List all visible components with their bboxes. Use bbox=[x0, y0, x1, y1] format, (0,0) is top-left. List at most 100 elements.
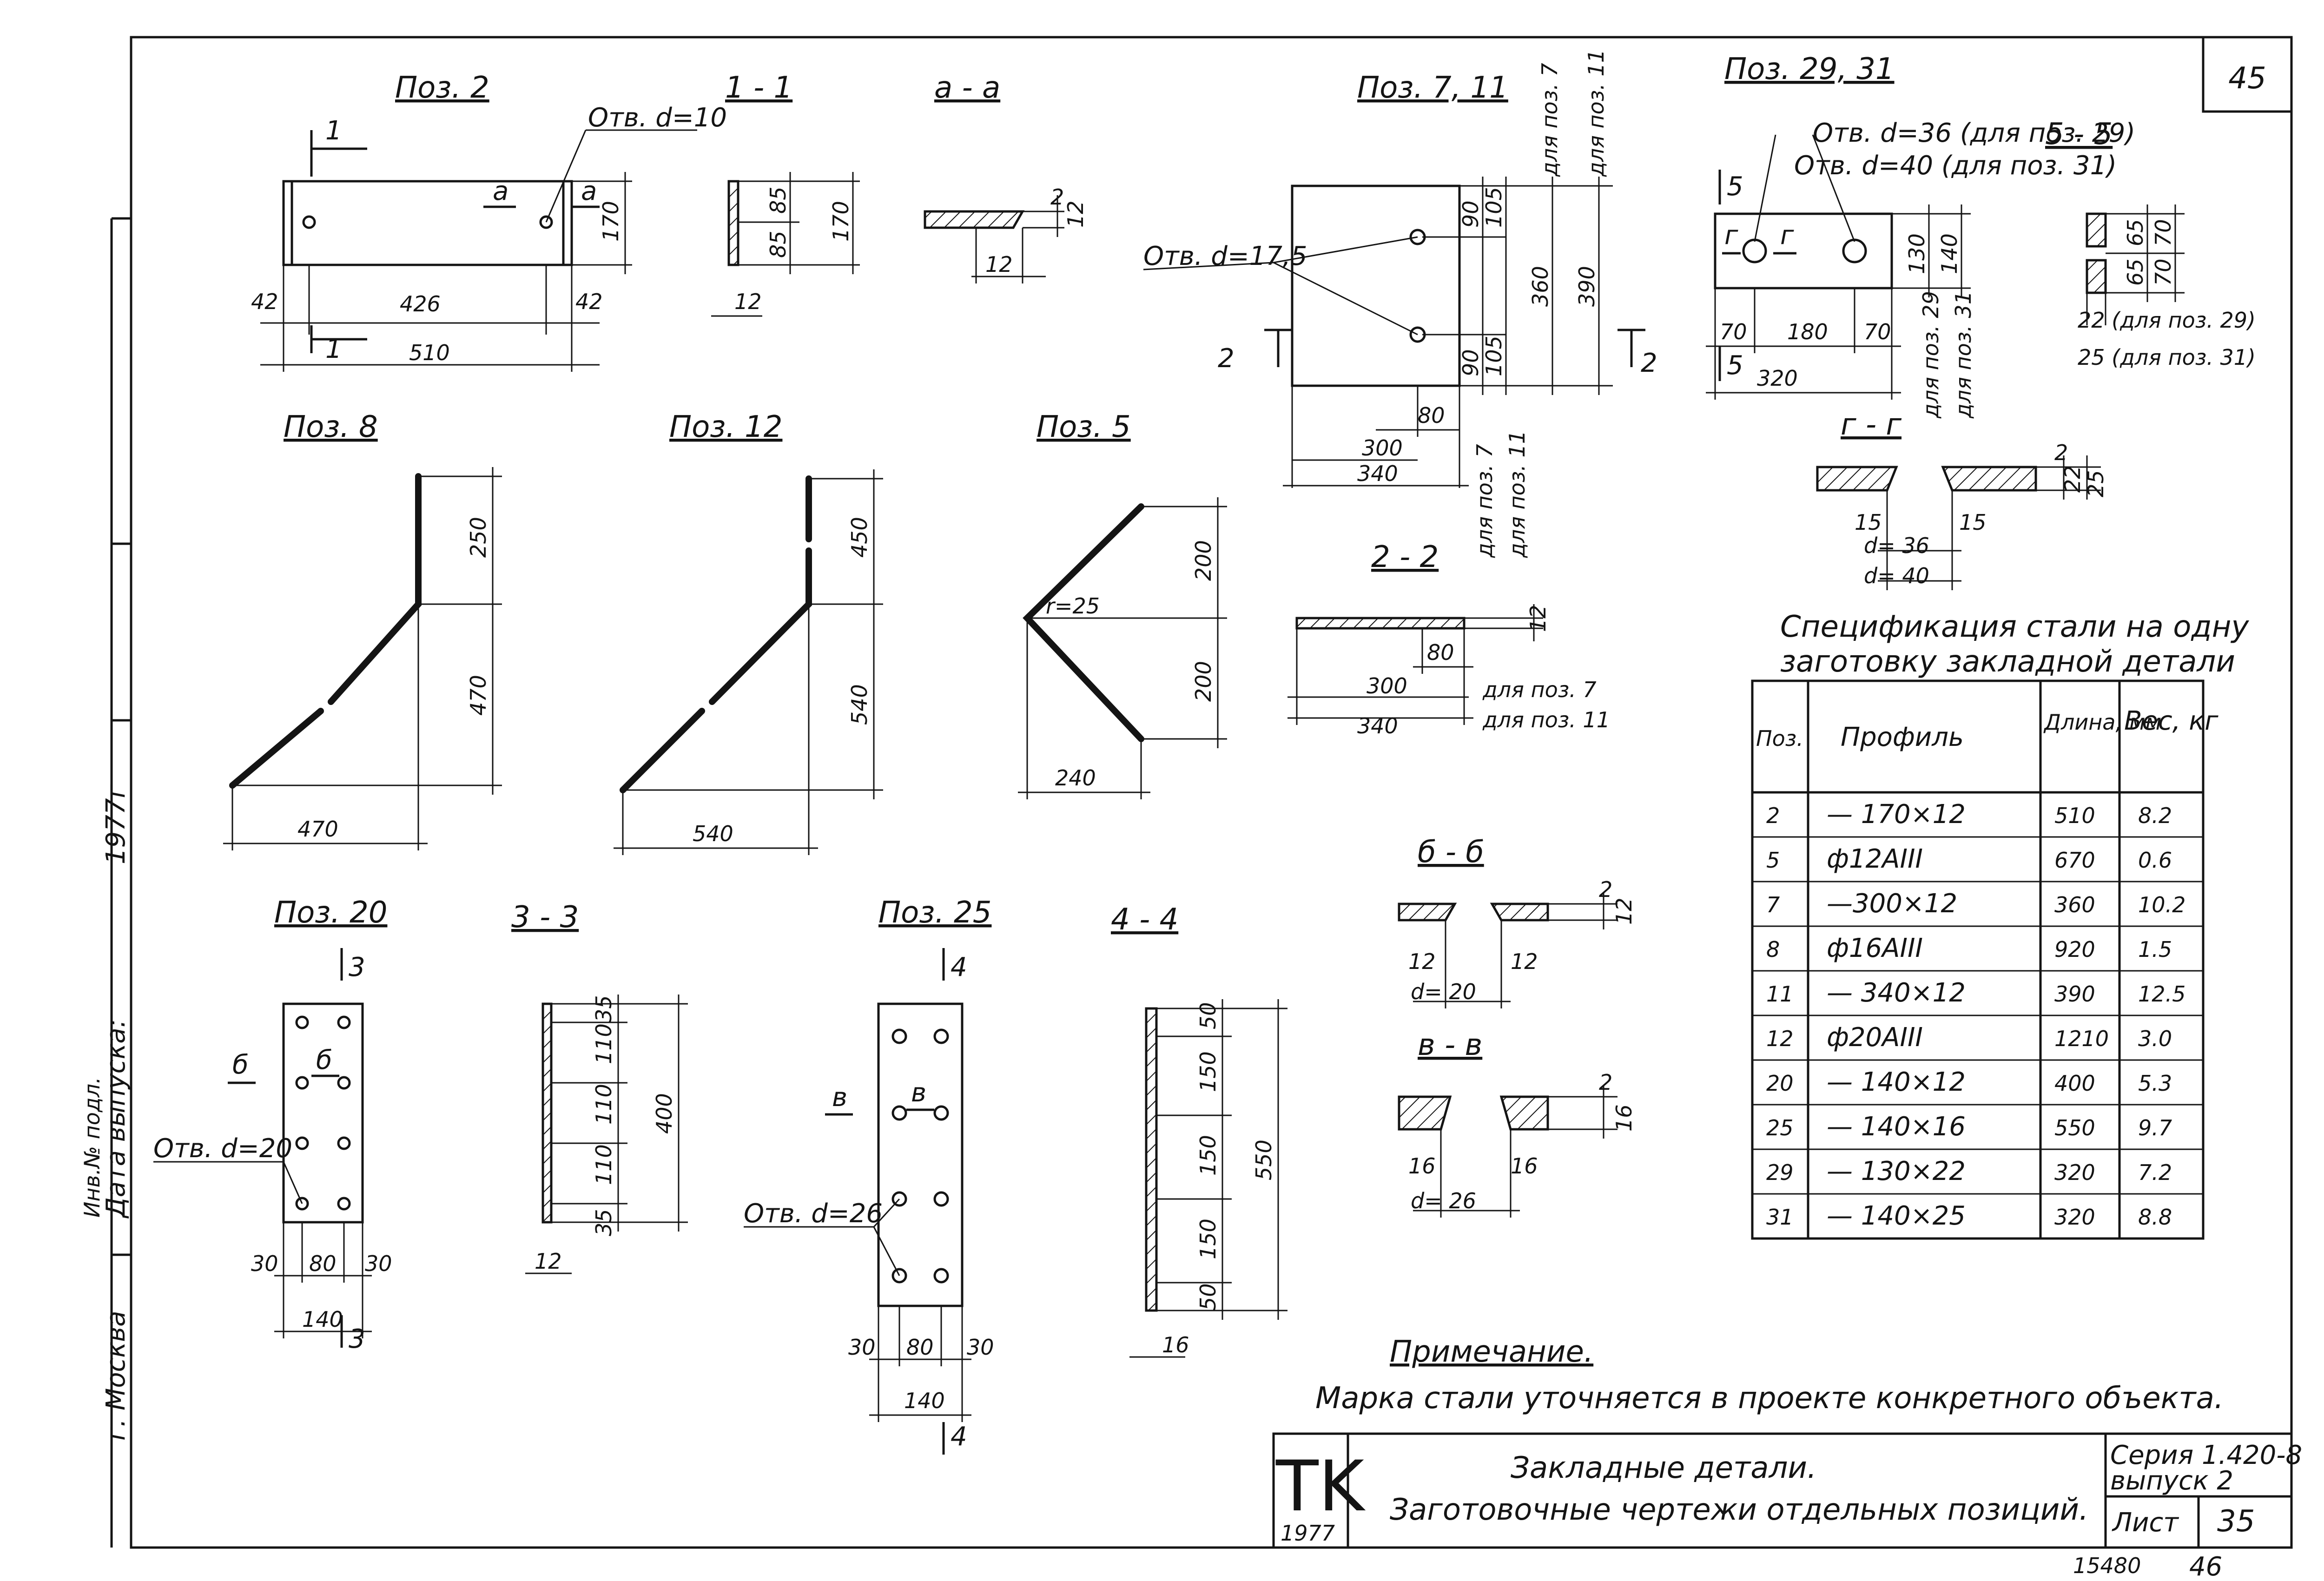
poz25-dim-30-right: 30 bbox=[967, 1335, 994, 1360]
spec-cell: ф20АIII bbox=[1827, 1022, 1923, 1053]
poz2931-title: Поз. 29, 31 bbox=[1724, 52, 1895, 86]
poz25-section-bottom: 4 bbox=[951, 1422, 967, 1452]
s11-dim-thickness: 12 bbox=[734, 289, 762, 314]
title-line2: Заготовочные чертежи отдельных позиций. bbox=[1390, 1493, 2088, 1527]
s22-dim-340: 340 bbox=[1357, 713, 1398, 738]
sgg-title: г - г bbox=[1841, 408, 1901, 442]
poz711-hole-label: Отв. d=17,5 bbox=[1143, 241, 1307, 271]
sbb-dim-12-left: 12 bbox=[1408, 949, 1436, 974]
spec-cell: 1.5 bbox=[2138, 937, 2172, 962]
poz2931-for29: для поз. 29 bbox=[1918, 291, 1943, 419]
poz2931-dim-320: 320 bbox=[1757, 366, 1798, 391]
side-stamp-extra: Инв.№ подл. bbox=[79, 1077, 105, 1218]
poz2-dim-left: 42 bbox=[251, 289, 278, 314]
poz20-dim-30-right: 30 bbox=[365, 1251, 392, 1276]
sgg-d40: d= 40 bbox=[1864, 563, 1929, 588]
poz8-dim-470-vert: 470 bbox=[466, 675, 491, 716]
spec-cell: ф12АIII bbox=[1827, 844, 1923, 874]
view-poz20: Поз. 20 3 3 б б Отв. d=20 30 80 30 140 bbox=[153, 896, 392, 1354]
poz25-hole-label: Отв. d=26 bbox=[744, 1199, 883, 1229]
poz20-dim-140: 140 bbox=[302, 1307, 343, 1332]
s22-dim-300: 300 bbox=[1367, 673, 1407, 698]
title-stamp-year: 1977 bbox=[1281, 1521, 1335, 1546]
poz2-section-mark-bottom: 1 bbox=[325, 334, 342, 364]
poz25-dim-140: 140 bbox=[904, 1388, 945, 1413]
poz711-dim-90-top: 90 bbox=[1458, 200, 1483, 228]
spec-cell: 3.0 bbox=[2138, 1026, 2172, 1051]
sgg-d36: d= 36 bbox=[1864, 533, 1929, 558]
poz2931-dim-70-right: 70 bbox=[1864, 319, 1891, 344]
s55-dim-70-top: 70 bbox=[2151, 219, 2176, 246]
spec-header-weight: Вес, кг bbox=[2124, 706, 2218, 736]
view-section-v-v: в - в 2 16 16 16 d= 26 bbox=[1398, 1028, 1637, 1218]
s44-dim-16: 16 bbox=[1162, 1332, 1189, 1357]
s55-title: 5 - 5 bbox=[2045, 117, 2113, 152]
poz711-dim-90-bottom: 90 bbox=[1458, 349, 1483, 376]
s44-dim-550: 550 bbox=[1251, 1140, 1276, 1180]
spec-cell: 400 bbox=[2054, 1071, 2095, 1096]
poz2931-section-top: 5 bbox=[1727, 171, 1743, 202]
svv-dim-2: 2 bbox=[1599, 1070, 1612, 1095]
poz2-dim-right: 42 bbox=[575, 289, 603, 314]
side-stamp-city: г. Москва bbox=[101, 1311, 131, 1441]
poz2-title: Поз. 2 bbox=[395, 71, 489, 105]
s33-title: 3 - 3 bbox=[511, 900, 579, 935]
s11-dim-top: 85 bbox=[766, 186, 791, 214]
side-stamp-release: Дата выпуска: bbox=[101, 1019, 131, 1219]
poz25-dim-30-left: 30 bbox=[848, 1335, 876, 1360]
s33-dim-35-top: 35 bbox=[591, 995, 616, 1022]
view-poz25: Поз. 25 4 4 в в Отв. d=26 30 80 30 140 bbox=[744, 896, 994, 1455]
spec-cell: 5 bbox=[1766, 848, 1780, 873]
poz12-dim-450: 450 bbox=[847, 517, 872, 558]
view-poz5: Поз. 5 r=25 200 200 240 bbox=[1018, 410, 1227, 799]
spec-cell: 320 bbox=[2054, 1205, 2095, 1230]
s33-dim-12: 12 bbox=[535, 1249, 562, 1274]
sbb-dim-2: 2 bbox=[1599, 877, 1612, 902]
s22-for7: для поз. 7 bbox=[1482, 677, 1597, 702]
poz2931-hole31: Отв. d=40 (для поз. 31) bbox=[1794, 151, 2117, 181]
poz8-dim-250: 250 bbox=[466, 517, 491, 558]
spec-cell: 31 bbox=[1766, 1205, 1794, 1230]
poz20-dim-80: 80 bbox=[309, 1251, 337, 1276]
spec-cell: — 130×22 bbox=[1827, 1156, 1966, 1186]
s33-dim-110-b: 110 bbox=[591, 1084, 616, 1125]
spec-cell: 8.2 bbox=[2138, 803, 2172, 828]
spec-cell: — 340×12 bbox=[1827, 978, 1966, 1008]
poz711-dim-300: 300 bbox=[1362, 435, 1403, 461]
s22-dim-12: 12 bbox=[1525, 605, 1551, 632]
poz2931-g-left: г bbox=[1724, 220, 1738, 250]
poz25-section-top: 4 bbox=[951, 952, 967, 982]
s11-dim-bottom: 85 bbox=[766, 231, 791, 258]
s44-dim-150-c: 150 bbox=[1195, 1219, 1221, 1259]
spec-cell: — 170×12 bbox=[1827, 799, 1966, 830]
spec-cell: 320 bbox=[2054, 1160, 2095, 1185]
view-poz12: Поз. 12 450 540 540 bbox=[614, 410, 883, 855]
view-section-a-a: а - а 2 12 12 bbox=[924, 71, 1088, 283]
spec-cell: 390 bbox=[2054, 982, 2095, 1007]
poz5-dim-240: 240 bbox=[1055, 765, 1096, 790]
spec-cell: 1210 bbox=[2054, 1026, 2109, 1051]
poz20-b-left: б bbox=[232, 1050, 249, 1080]
spec-cell: 7.2 bbox=[2138, 1160, 2172, 1185]
poz2931-hole29: Отв. d=36 (для поз. 29) bbox=[1813, 118, 2135, 148]
spec-cell: —300×12 bbox=[1827, 889, 1957, 919]
spec-cell: 25 bbox=[1766, 1115, 1794, 1140]
poz2-dim-mid: 426 bbox=[400, 291, 441, 316]
poz5-radius: r=25 bbox=[1046, 593, 1100, 619]
poz711-for11-bottom: для поз. 11 bbox=[1505, 430, 1530, 558]
sbb-dim-12-right: 12 bbox=[1511, 949, 1538, 974]
svv-dim-16-left: 16 bbox=[1408, 1153, 1436, 1179]
title-sheet-number: 35 bbox=[2217, 1504, 2255, 1539]
poz25-title: Поз. 25 bbox=[878, 896, 991, 930]
poz711-dim-360: 360 bbox=[1528, 266, 1553, 307]
poz2931-dim-140: 140 bbox=[1937, 233, 1962, 274]
view-section-g-g: г - г 2 22 25 15 15 d= 36 d= 40 bbox=[1816, 408, 2108, 590]
view-poz2931: Поз. 29, 31 Отв. d=36 (для поз. 29) Отв.… bbox=[1706, 52, 2135, 419]
poz2931-for31: для поз. 31 bbox=[1951, 291, 1976, 419]
poz711-title: Поз. 7, 11 bbox=[1357, 71, 1508, 105]
poz25-v-right: в bbox=[911, 1078, 926, 1108]
poz20-hole-label: Отв. d=20 bbox=[153, 1133, 292, 1164]
poz711-for11-top: для поз. 11 bbox=[1584, 49, 1609, 177]
spec-cell: 360 bbox=[2054, 892, 2095, 917]
